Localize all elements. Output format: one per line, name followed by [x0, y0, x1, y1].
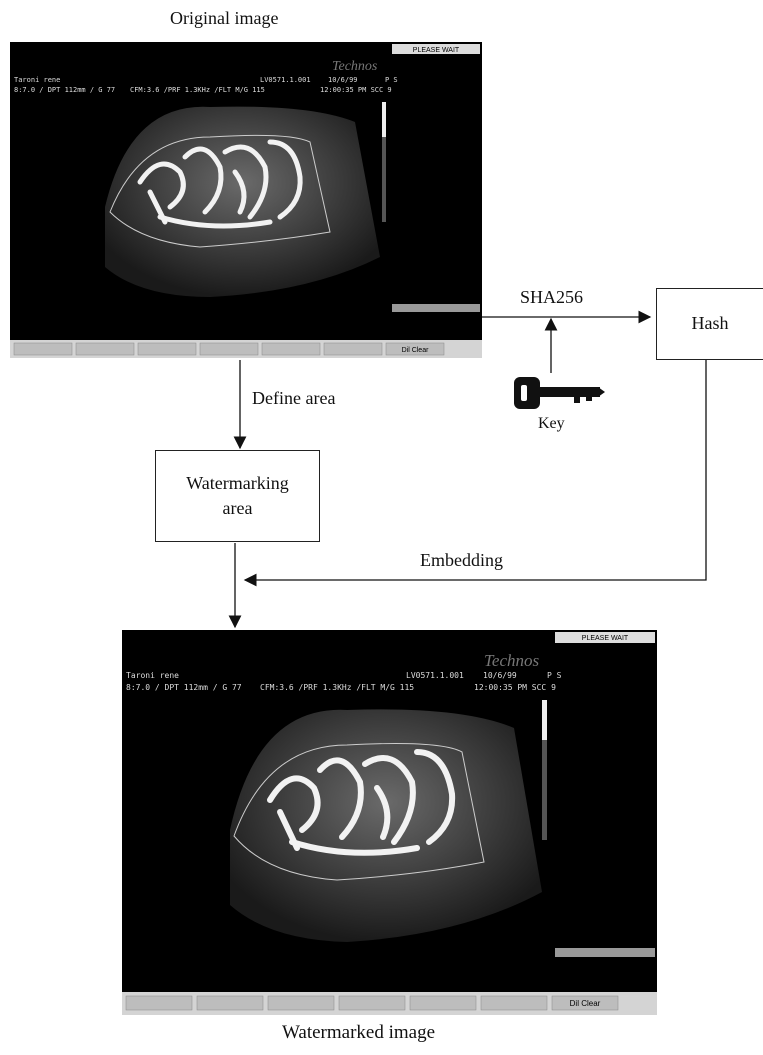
watermarking-area-label-line1: Watermarking: [186, 471, 289, 496]
wm-us-exam-id: LV0571.1.001: [406, 671, 464, 680]
wm-us-dil-clear-button: Dil Clear: [570, 999, 601, 1008]
wm-us-logo: Technos: [484, 651, 539, 670]
wm-us-flow: CFM:3.6 /PRF 1.3KHz /FLT M/G 115: [260, 683, 414, 692]
hash-box: Hash: [656, 288, 763, 360]
hash-box-label: Hash: [692, 311, 729, 336]
wm-us-date: 10/6/99: [483, 671, 517, 680]
define-area-label: Define area: [252, 388, 335, 409]
watermarked-image-label: Watermarked image: [282, 1022, 435, 1044]
watermarked-ultrasound-image: Taroni rene 8:7.0 / DPT 112mm / G 77 CFM…: [122, 630, 657, 1015]
sha256-label: SHA256: [520, 287, 583, 308]
watermarking-area-label-line2: area: [223, 496, 253, 521]
embedding-label: Embedding: [420, 550, 503, 571]
watermarking-area-box: Watermarking area: [155, 450, 320, 542]
key-icon: [512, 373, 607, 413]
wm-us-params: 8:7.0 / DPT 112mm / G 77: [126, 683, 242, 692]
key-label: Key: [538, 415, 565, 433]
wm-us-time: 12:00:35 PM SCC 9: [474, 683, 556, 692]
wm-us-ps: P S: [547, 671, 562, 680]
wm-us-badge: PLEASE WAIT: [582, 635, 629, 642]
wm-us-patient: Taroni rene: [126, 671, 179, 680]
